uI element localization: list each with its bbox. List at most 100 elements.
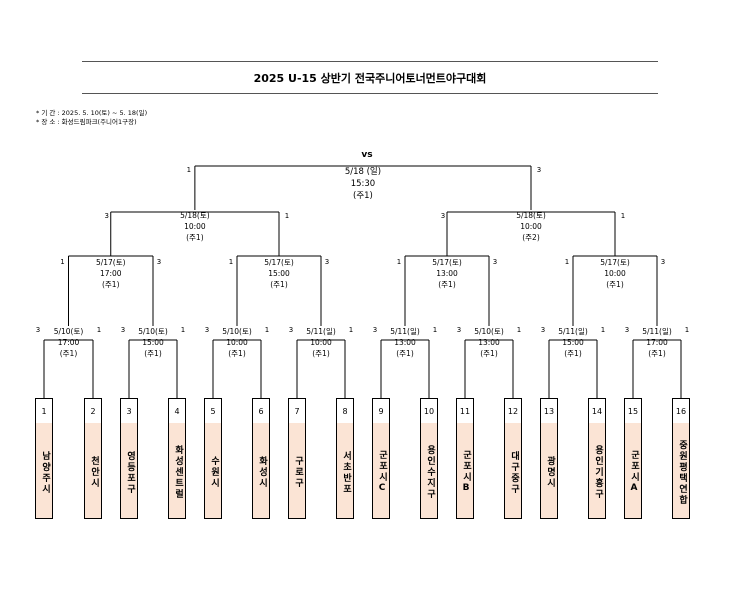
r16-match-label-time: 10:00: [310, 338, 332, 347]
team-name: 군포시C: [372, 423, 390, 519]
sf-match-label-date: 5/18(토): [516, 211, 546, 220]
team-number-box: 11: [456, 398, 474, 424]
score-left: 3: [288, 326, 294, 334]
r16-match-label-date: 5/11(일): [306, 327, 336, 336]
page-title: 2025 U-15 상반기 전국주니어토너먼트야구대회: [253, 72, 487, 85]
top-rule: [82, 61, 658, 62]
score-right: 3: [492, 258, 498, 266]
score-right: 3: [536, 166, 542, 174]
r16-match-label-field: (주1): [59, 349, 78, 358]
r16-match-label: 5/10(토)13:00(주1): [449, 326, 529, 359]
r16-match-label: 5/11(일) 10:00 (주1): [281, 326, 361, 359]
sf-match-label-time: 10:00: [184, 222, 206, 231]
r16-match-label: 5/10(토) 17:00 (주1): [29, 326, 109, 359]
qf-match-label-date: 5/17(토): [95, 258, 126, 267]
sf-match-label: 5/18(토)10:00(주1): [155, 210, 235, 243]
qf-match-label: 5/17(토)13:00(주1): [407, 257, 487, 290]
score-right: 1: [620, 212, 626, 220]
score-left: 3: [456, 326, 462, 334]
score-right: 1: [284, 212, 290, 220]
r16-match-label-date: 5/10(토): [474, 327, 504, 336]
score-left: 1: [186, 166, 192, 174]
score-left: 3: [624, 326, 630, 334]
final-match-label: 5/18 (일)15:30(주1): [323, 166, 403, 202]
qf-match-label-field: (주1): [101, 280, 120, 289]
r16-match-label: 5/11(일) 17:00 (주1): [617, 326, 697, 359]
score-right: 1: [264, 326, 270, 334]
score-left: 3: [540, 326, 546, 334]
r16-match-label-time: 15:00: [562, 338, 584, 347]
team-name: 영등포구: [120, 423, 138, 519]
team-number-box: 7: [288, 398, 306, 424]
r16-match-label-date: 5/11(일): [390, 327, 420, 336]
team-number-box: 2: [84, 398, 102, 424]
qf-match-label-date: 5/17(토): [264, 258, 294, 267]
team-number-box: 3: [120, 398, 138, 424]
score-right: 1: [348, 326, 354, 334]
score-left: 3: [372, 326, 378, 334]
r16-match-label-field: (주1): [144, 349, 162, 358]
team-name: 남양주시: [35, 423, 53, 519]
r16-match-label-time: 17:00: [57, 338, 80, 347]
r16-match-label-date: 5/11(일): [558, 327, 588, 336]
qf-match-label-field: (주1): [438, 280, 456, 289]
qf-match-label: 5/17(토)15:00(주1): [239, 257, 319, 290]
team-name: 용인기흥구: [588, 423, 606, 519]
team-name: 중원평택연합: [672, 423, 690, 519]
team-number-box: 13: [540, 398, 558, 424]
team-name: 구로구: [288, 423, 306, 519]
score-right: 1: [96, 326, 102, 334]
r16-match-label-field: (주1): [228, 349, 246, 358]
r16-match-label-time: 13:00: [394, 338, 416, 347]
team-number-box: 12: [504, 398, 522, 424]
qf-match-label-time: 17:00: [99, 269, 122, 278]
team-name: 군포시B: [456, 423, 474, 519]
score-left: 1: [396, 258, 402, 266]
team-name: 서초반포: [336, 423, 354, 519]
final-vs-label: vs: [361, 150, 373, 160]
team-number-box: 6: [252, 398, 270, 424]
score-right: 3: [660, 258, 666, 266]
r16-match-label: 5/11(일) 15:00 (주1): [533, 326, 613, 359]
r16-match-label-field: (주1): [564, 349, 582, 358]
score-left: 1: [564, 258, 570, 266]
r16-match-label-field: (주1): [396, 349, 414, 358]
r16-match-label-date: 5/10(토): [138, 327, 168, 336]
qf-match-label-time: 15:00: [268, 269, 290, 278]
score-left: 1: [228, 258, 234, 266]
team-number-box: 9: [372, 398, 390, 424]
qf-match-label: 5/17(토)10:00(주1): [575, 257, 655, 290]
score-left: 3: [104, 212, 109, 220]
r16-match-label-field: (주1): [312, 349, 330, 358]
r16-match-label-date: 5/11(일): [642, 327, 672, 336]
r16-match-label: 5/11(일) 13:00 (주1): [365, 326, 445, 359]
score-right: 1: [432, 326, 438, 334]
sf-match-label-field: (주2): [522, 233, 540, 242]
r16-match-label: 5/10(토) 10:00 (주1): [197, 326, 277, 359]
team-number-box: 15: [624, 398, 642, 424]
qf-match-label-time: 13:00: [436, 269, 458, 278]
r16-match-label: 5/10(토)15:00(주1): [113, 326, 193, 359]
team-number-box: 16: [672, 398, 690, 424]
sf-match-label-time: 10:00: [520, 222, 542, 231]
r16-match-label-field: (주1): [480, 349, 498, 358]
qf-match-label: 5/17(토) 17:00 (주1): [71, 257, 151, 290]
r16-match-label-date: 5/10(토): [222, 327, 252, 336]
score-right: 1: [600, 326, 606, 334]
r16-match-label-time: 10:00: [226, 338, 248, 347]
team-name: 광명시: [540, 423, 558, 519]
team-name: 천안시: [84, 423, 102, 519]
venue-info: * 장 소 : 화성드림파크(주니어1구장): [36, 118, 137, 126]
team-name: 화성시: [252, 423, 270, 519]
team-name: 용인수지구: [420, 423, 438, 519]
score-right: 3: [324, 258, 330, 266]
r16-match-label-time: 17:00: [646, 338, 668, 347]
score-right: 3: [156, 258, 162, 266]
score-left: 3: [440, 212, 446, 220]
r16-match-label-field: (주1): [648, 349, 666, 358]
team-number-box: 4: [168, 398, 186, 424]
team-name: 대구중구: [504, 423, 522, 519]
team-number-box: 1: [35, 398, 53, 424]
r16-match-label-date: 5/10(토): [53, 327, 84, 336]
